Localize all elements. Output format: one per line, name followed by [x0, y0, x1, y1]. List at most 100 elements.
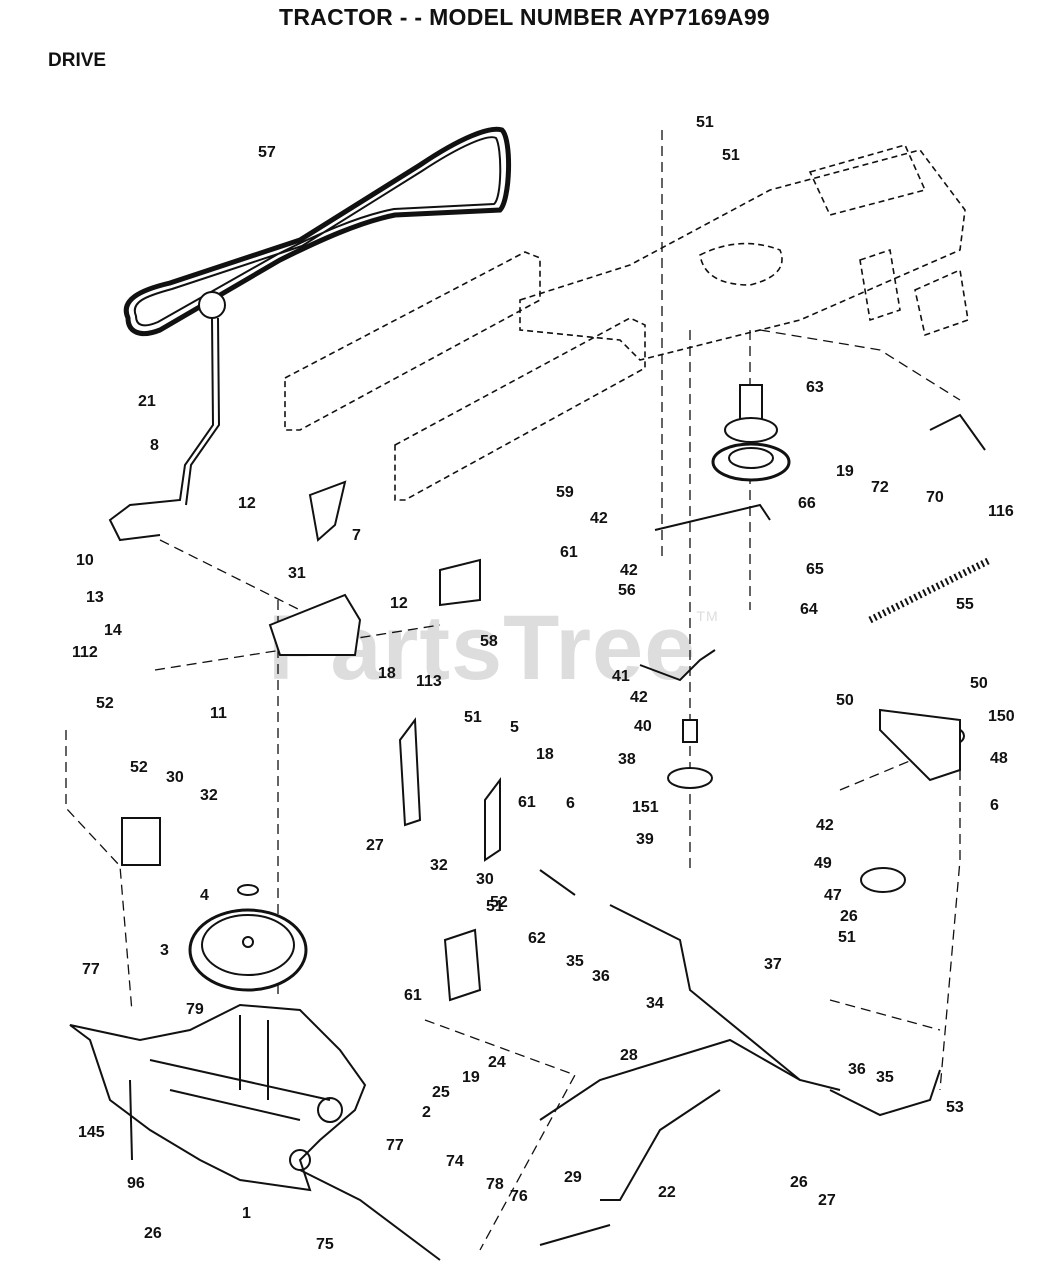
part-callout: 57: [258, 144, 276, 161]
part-callout: 61: [518, 794, 536, 811]
part-callout: 42: [630, 689, 648, 706]
part-callout: 18: [536, 746, 554, 763]
part-callout: 55: [956, 596, 974, 613]
part-callout: 56: [618, 582, 636, 599]
part-callout: 35: [876, 1069, 894, 1086]
part-callout: 12: [390, 595, 408, 612]
shift-lever: [108, 291, 226, 542]
part-callout: 29: [564, 1169, 582, 1186]
part-callout: 42: [590, 510, 608, 527]
part-callout: 8: [150, 437, 159, 454]
part-callout: 27: [818, 1192, 836, 1209]
part-callout: 32: [430, 857, 448, 874]
part-callout: 4: [200, 887, 209, 904]
part-callout: 61: [560, 544, 578, 561]
part-callout: 42: [816, 817, 834, 834]
part-callout: 66: [798, 495, 816, 512]
part-callout: 22: [658, 1184, 676, 1201]
part-callout: 77: [82, 961, 100, 978]
part-callout: 19: [836, 463, 854, 480]
part-callout: 38: [618, 751, 636, 768]
part-callout: 61: [404, 987, 422, 1004]
engine-pulley: [711, 384, 791, 482]
part-callout: 24: [488, 1054, 506, 1071]
part-callout: 51: [464, 709, 482, 726]
part-callout: 40: [634, 718, 652, 735]
part-callout: 79: [186, 1001, 204, 1018]
part-callout: 26: [144, 1225, 162, 1242]
part-callout: 42: [620, 562, 638, 579]
part-callout: 31: [288, 565, 306, 582]
part-callout: 53: [946, 1099, 964, 1116]
part-callout: 10: [76, 552, 94, 569]
watermark-tm: TM: [696, 608, 719, 624]
part-callout: 59: [556, 484, 574, 501]
part-callout: 37: [764, 956, 782, 973]
part-callout: 12: [238, 495, 256, 512]
linkage-rods: [539, 413, 986, 1246]
part-callout: 26: [790, 1174, 808, 1191]
part-callout: 18: [378, 665, 396, 682]
part-callout: 5: [510, 719, 519, 736]
part-callout: 47: [824, 887, 842, 904]
part-callout: 64: [800, 601, 818, 618]
frame-and-parts: [65, 126, 992, 1261]
part-callout: 52: [130, 759, 148, 776]
part-callout: 36: [592, 968, 610, 985]
part-callout: 2: [422, 1104, 431, 1121]
part-callout: 26: [840, 908, 858, 925]
part-callout: 96: [127, 1175, 145, 1192]
part-callout: 13: [86, 589, 104, 606]
part-callout: 50: [836, 692, 854, 709]
part-callout: 49: [814, 855, 832, 872]
part-callout: 52: [490, 894, 508, 911]
part-callout: 65: [806, 561, 824, 578]
tension-spring: [868, 556, 992, 624]
page-title: TRACTOR - - MODEL NUMBER AYP7169A99: [278, 4, 771, 30]
part-callout: 76: [510, 1188, 528, 1205]
part-callout: 35: [566, 953, 584, 970]
part-callout: 25: [432, 1084, 450, 1101]
part-callout: 14: [104, 622, 122, 639]
part-callout: 75: [316, 1236, 334, 1253]
part-callout: 112: [72, 644, 98, 661]
part-callout: 116: [988, 503, 1014, 520]
part-callout: 28: [620, 1047, 638, 1064]
part-callout: 78: [486, 1176, 504, 1193]
section-label: DRIVE: [48, 50, 107, 71]
part-callout: 3: [160, 942, 169, 959]
part-callout: 1: [242, 1205, 251, 1222]
part-callout: 34: [646, 995, 664, 1012]
part-callout: 27: [366, 837, 384, 854]
tractor-frame: [284, 144, 969, 501]
transaxle: [69, 1003, 441, 1261]
part-callout: 51: [696, 114, 714, 131]
part-callout: 51: [486, 898, 504, 915]
part-callout: 6: [566, 795, 575, 812]
part-callout: 58: [480, 633, 498, 650]
part-callout: 51: [838, 929, 856, 946]
part-callout: 19: [462, 1069, 480, 1086]
part-callout: 151: [632, 799, 659, 816]
part-callout: 50: [970, 675, 988, 692]
part-callout: 63: [806, 379, 824, 396]
part-callout: 62: [528, 930, 546, 947]
part-callout: 36: [848, 1061, 866, 1078]
part-callout: 48: [990, 750, 1008, 767]
part-callout: 52: [96, 695, 114, 712]
part-callout: 32: [200, 787, 218, 804]
part-callout: 11: [210, 705, 227, 722]
part-callout: 74: [446, 1153, 464, 1170]
part-callout: 77: [386, 1137, 404, 1154]
brackets: [121, 480, 961, 1002]
part-callout: 51: [722, 147, 740, 164]
part-callout: 72: [871, 479, 889, 496]
part-callout: 6: [990, 797, 999, 814]
part-callout: 30: [476, 871, 494, 888]
transmission-pulley: [188, 884, 308, 992]
part-callout: 145: [78, 1124, 105, 1141]
part-callout: 113: [416, 673, 442, 690]
part-callout: 150: [988, 708, 1015, 725]
